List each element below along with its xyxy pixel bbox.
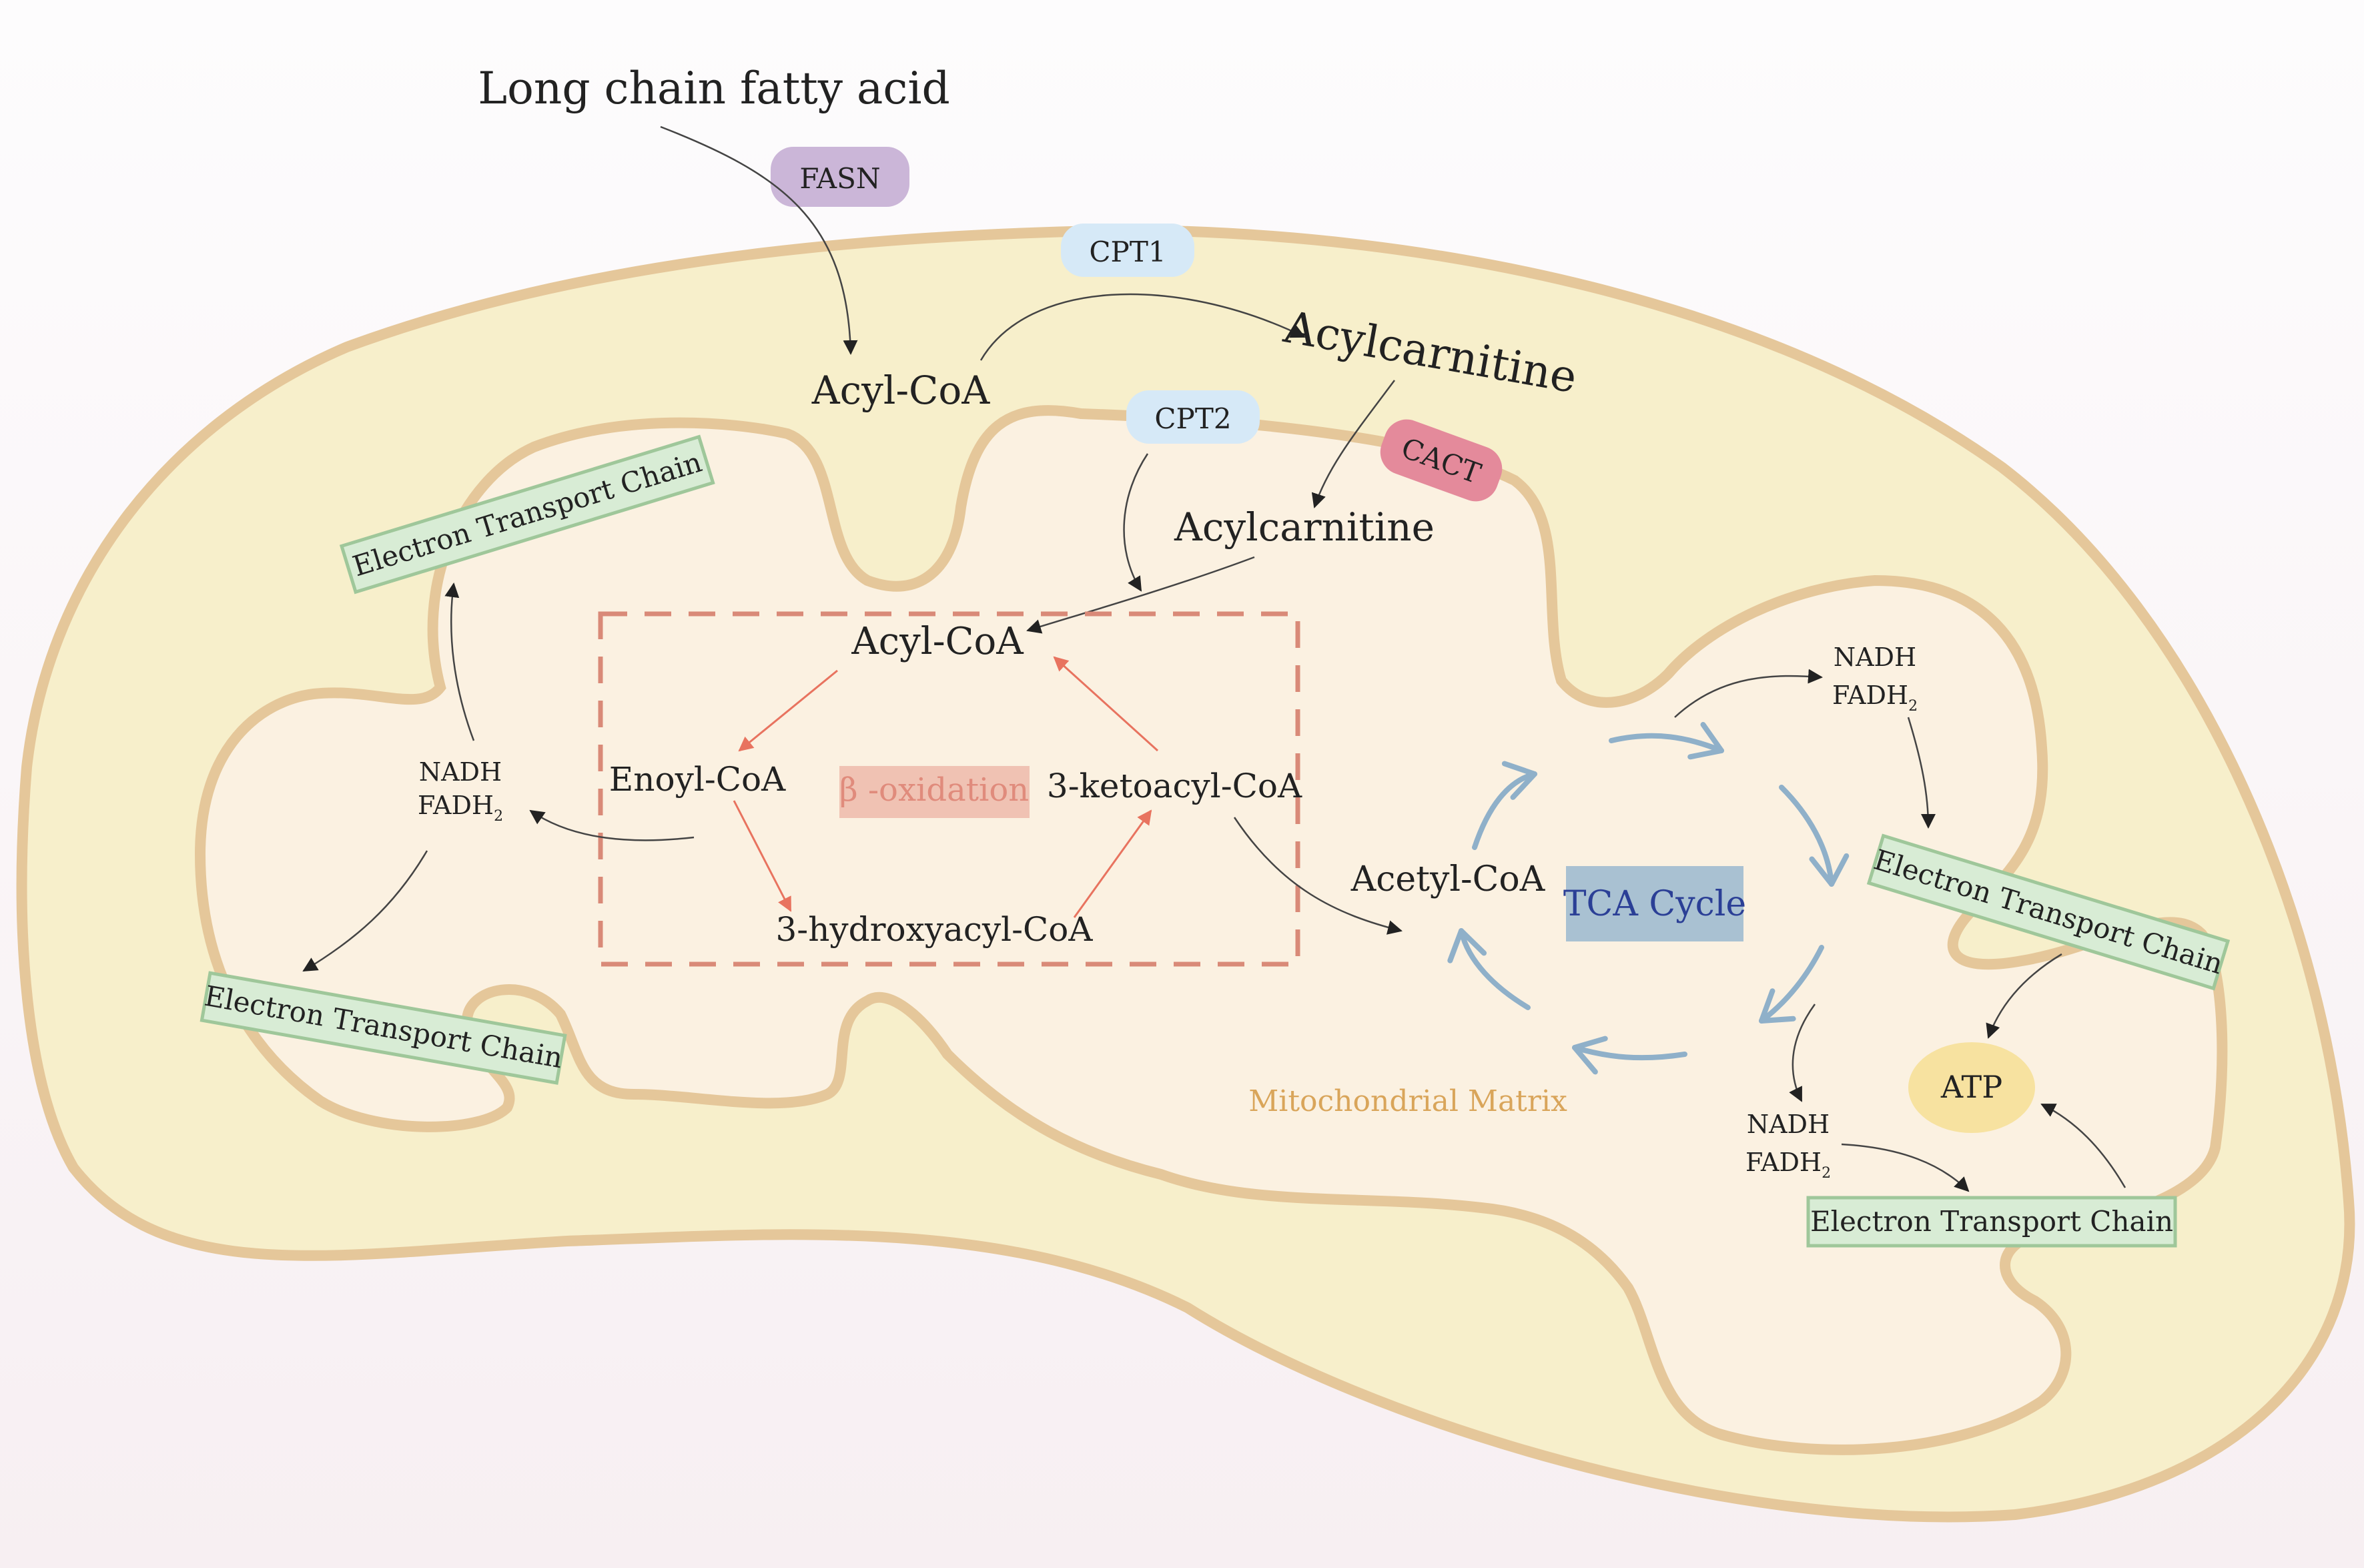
nadh-to-etc-top-arrow bbox=[444, 582, 475, 741]
acylcarnitine-transport-arrow bbox=[1311, 380, 1395, 508]
tca-label: TCA Cycle bbox=[1563, 884, 1746, 924]
tca-arrow-4 bbox=[1759, 945, 1824, 1024]
nadh-to-etc-bottom-arrow bbox=[302, 850, 428, 972]
etc-right-to-atp-arrow bbox=[1986, 953, 2062, 1039]
inner-membrane bbox=[194, 405, 2228, 1455]
tca-cycle-arrows bbox=[1447, 722, 1850, 1075]
etc-top-left-box bbox=[339, 434, 715, 595]
etc-bottom-left-box bbox=[200, 971, 567, 1085]
cpt2-badge-bg bbox=[1126, 390, 1260, 444]
cact-badge-bg bbox=[1380, 419, 1503, 502]
beta-oxidation-label-bg bbox=[839, 766, 1030, 818]
cpt2-arrow bbox=[1123, 453, 1149, 592]
atp-ellipse bbox=[1908, 1042, 2035, 1133]
etc-bottom-right-box bbox=[1806, 1196, 2177, 1248]
tca-label-bg bbox=[1566, 866, 1743, 941]
tca-to-nadh-bottom-arrow bbox=[1789, 1004, 1816, 1102]
nadh-right-top: NADH bbox=[1834, 643, 1916, 672]
etc-bottom-right: Electron Transport Chain bbox=[1810, 1205, 2173, 1238]
nadh-right-bottom: NADH bbox=[1747, 1110, 1830, 1139]
tca-arrow-6 bbox=[1447, 928, 1531, 1010]
etc-right-box bbox=[1866, 833, 2231, 991]
acyl-to-enoyl-arrow bbox=[738, 669, 838, 752]
fadh2-right-bottom: FADH2 bbox=[1745, 1148, 1831, 1182]
enoyl-coa: Enoyl-CoA bbox=[609, 760, 786, 799]
acylcarnitine-inner: Acylcarnitine bbox=[1174, 504, 1435, 550]
acetyl-coa: Acetyl-CoA bbox=[1350, 859, 1546, 899]
enoyl-to-nadh-arrow bbox=[529, 809, 695, 841]
nadh-top-to-etc-arrow bbox=[1907, 717, 1936, 829]
fasn-badge-bg bbox=[771, 147, 909, 207]
fatty-acid-to-acyl-coa-arrow bbox=[660, 125, 858, 355]
tca-arrow-2 bbox=[1609, 722, 1724, 760]
hydroxyacyl-coa: 3-hydroxyacyl-CoA bbox=[775, 910, 1093, 949]
enoyl-to-hydroxyacyl-arrow bbox=[733, 800, 792, 912]
atp-label: ATP bbox=[1940, 1069, 2002, 1105]
ketoacyl-to-acyl-arrow bbox=[1053, 656, 1159, 752]
nadh-bottom-to-etc-arrow bbox=[1841, 1143, 1970, 1192]
beta-oxidation-box bbox=[598, 611, 1300, 967]
ketoacyl-coa: 3-ketoacyl-CoA bbox=[1047, 767, 1302, 805]
acyl-coa-outer: Acyl-CoA bbox=[811, 368, 991, 413]
tca-arrow-1 bbox=[1472, 761, 1537, 850]
acylcarnitine-to-acyl-coa-arrow bbox=[1026, 556, 1255, 634]
tca-arrow-3 bbox=[1779, 785, 1850, 887]
long-chain-fatty-acid-title: Long chain fatty acid bbox=[478, 63, 949, 114]
nadh-left: NADH bbox=[419, 757, 502, 787]
cpt1-badge-bg bbox=[1061, 224, 1194, 277]
fadh2-right-top: FADH2 bbox=[1832, 681, 1918, 715]
acyl-coa-cycle: Acyl-CoA bbox=[851, 620, 1024, 663]
acyl-coa-to-acylcarnitine-arrow bbox=[979, 293, 1306, 361]
etc-bottom-right-to-atp-arrow bbox=[2040, 1103, 2126, 1188]
cpt2-badge: CPT2 bbox=[1154, 402, 1231, 435]
hydroxyacyl-to-ketoacyl-arrow bbox=[1073, 809, 1152, 918]
ketoacyl-to-acetyl-arrow bbox=[1233, 817, 1403, 935]
fadh2-left: FADH2 bbox=[418, 791, 503, 825]
tca-arrow-5 bbox=[1572, 1036, 1687, 1075]
fasn-badge: FASN bbox=[799, 162, 880, 195]
matrix-label: Mitochondrial Matrix bbox=[1248, 1084, 1567, 1118]
tca-to-nadh-top-arrow bbox=[1674, 669, 1823, 718]
cpt1-badge: CPT1 bbox=[1089, 236, 1166, 268]
beta-oxidation-label: β -oxidation bbox=[839, 771, 1029, 809]
